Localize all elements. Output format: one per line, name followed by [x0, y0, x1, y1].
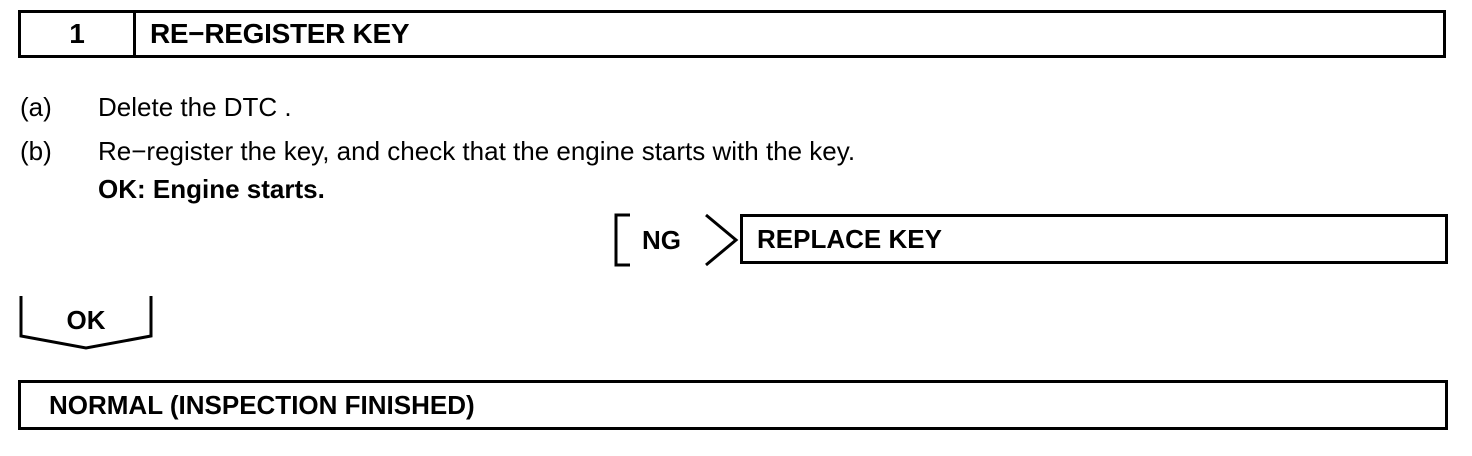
instruction-marker: (a) — [20, 92, 52, 122]
step-title: RE−REGISTER KEY — [150, 18, 410, 49]
instruction-marker: (b) — [20, 136, 52, 166]
instruction-text: Re−register the key, and check that the … — [98, 136, 856, 166]
instruction-text: Delete the DTC . — [98, 92, 292, 122]
ok-criteria: OK: Engine starts. — [98, 174, 325, 204]
ng-arrow-shape — [614, 213, 739, 267]
ng-label: NG — [642, 224, 681, 255]
ok-arrow-shape — [19, 296, 153, 350]
ok-label: OK — [66, 304, 106, 335]
step-header: 1 RE−REGISTER KEY — [18, 10, 1446, 58]
result-box: NORMAL (INSPECTION FINISHED) — [18, 380, 1448, 430]
step-number: 1 — [21, 13, 136, 55]
replace-key-box: REPLACE KEY — [740, 214, 1448, 264]
